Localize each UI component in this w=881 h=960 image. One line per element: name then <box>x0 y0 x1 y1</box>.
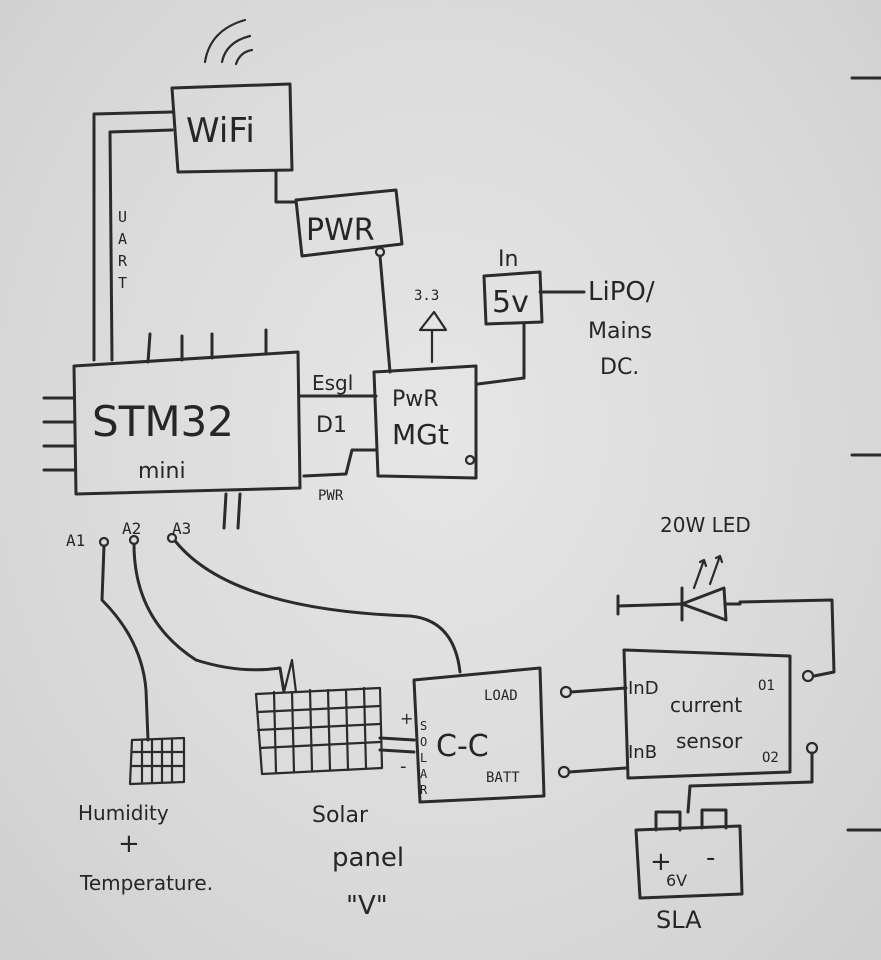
output-3v3: 3.3 <box>414 288 448 364</box>
batt-label: BATT <box>486 770 520 786</box>
power-management-module: PwR MGt <box>372 364 478 480</box>
battery-plus-label: + <box>650 847 672 877</box>
stm32-label: STM32 <box>92 397 234 446</box>
pwr-module: PWR <box>294 188 404 258</box>
esgl-label: Esgl <box>312 371 353 395</box>
panel-label: panel <box>332 843 404 873</box>
solar-label: Solar <box>312 803 369 828</box>
a2-label: A2 <box>122 519 141 538</box>
sensor-label: sensor <box>676 729 743 753</box>
temperature-label: Temperature. <box>79 871 213 895</box>
o2-label: O2 <box>762 750 779 766</box>
cc-pin-r: R <box>420 783 428 797</box>
solar-cc-wires: + - <box>378 709 416 777</box>
inb-label: InB <box>628 742 657 763</box>
uart-letter-r: R <box>118 252 128 270</box>
wifi-label: WiFi <box>186 111 255 151</box>
load-wire <box>569 686 628 694</box>
cc-pin-l: L <box>420 751 427 765</box>
uart-letter-t: T <box>118 274 127 292</box>
led-label: 20W LED <box>660 513 751 537</box>
uart-letter-a: A <box>118 230 127 248</box>
plus-label: + <box>118 829 140 859</box>
pwr-mgt-label-line2: MGt <box>392 418 449 451</box>
d1-label: D1 <box>316 413 347 438</box>
mains-label: Mains <box>588 319 652 344</box>
analog-pins: A1 A2 A3 <box>66 519 191 550</box>
charge-controller: C-C LOAD BATT S O L A R <box>412 666 573 804</box>
cc-pin-a: A <box>420 767 428 781</box>
sla-battery: + - 6V SLA <box>634 808 744 934</box>
a3-wire <box>174 540 462 674</box>
ind-label: InD <box>628 678 659 699</box>
wifi-module: WiFi <box>170 82 294 174</box>
input-5v: In 5v <box>476 247 586 386</box>
pwr-top-label: PWR <box>306 213 375 248</box>
led-20w: 20W LED <box>616 513 836 678</box>
pwr-bottom-label: PWR <box>318 488 344 504</box>
cc-pin-o: O <box>420 735 427 749</box>
o2-battery-wire <box>686 751 814 814</box>
stm32-pwrmgt-links: Esgl D1 PWR <box>298 371 378 504</box>
solar-minus-label: - <box>400 756 407 777</box>
in-label: In <box>498 247 518 272</box>
humidity-temperature-sensor: Humidity + Temperature. <box>78 736 213 895</box>
five-v-label: 5v <box>492 285 529 320</box>
dc-label: DC. <box>600 355 639 380</box>
wifi-signal-icon <box>203 18 254 66</box>
six-v-label: 6V <box>666 871 687 890</box>
current-sensor: InD current sensor InB O1 O2 <box>622 648 819 780</box>
batt-wire <box>567 766 628 774</box>
edge-marks <box>846 76 881 832</box>
o1-label: O1 <box>758 678 775 694</box>
cc-pin-s: S <box>420 719 427 733</box>
current-label: current <box>670 693 742 717</box>
solar-v-label: "V" <box>346 891 388 921</box>
a2-wire <box>132 542 286 694</box>
pwr-to-mgt-line <box>378 254 392 374</box>
uart-letter-u: U <box>118 208 127 226</box>
cc-label: C-C <box>436 729 489 764</box>
battery-minus-label: - <box>706 843 715 873</box>
a3-label: A3 <box>172 519 191 538</box>
uart-bus: U A R T <box>92 110 174 362</box>
sla-label: SLA <box>656 906 702 934</box>
three-v3-label: 3.3 <box>414 288 439 304</box>
solar-panel: Solar panel "V" <box>254 658 404 921</box>
a1-label: A1 <box>66 531 85 550</box>
stm32-mini-board: STM32 mini <box>42 328 302 530</box>
load-label: LOAD <box>484 688 518 704</box>
solar-plus-label: + <box>400 709 413 728</box>
wifi-pwr-link <box>274 170 298 204</box>
power-source-note: LiPO/ Mains DC. <box>588 277 655 380</box>
a1-wire <box>100 544 150 742</box>
pwr-mgt-label-line1: PwR <box>392 387 439 412</box>
humidity-label: Humidity <box>78 801 169 825</box>
lipo-label: LiPO/ <box>588 277 655 307</box>
mini-label: mini <box>138 459 186 484</box>
